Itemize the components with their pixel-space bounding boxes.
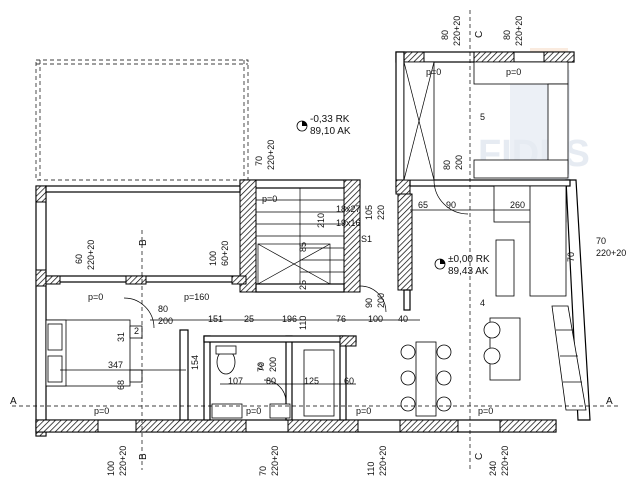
sill-p0-kitchen-left: p=0 (426, 67, 441, 77)
dim-25: 25 (244, 314, 254, 324)
open-door-105: 105 (364, 205, 374, 220)
sill-p0-bedroom: p=0 (88, 292, 103, 302)
level-rk-upper: -0,33 RK (310, 114, 350, 125)
dimension-line-kitchen: 65 90 260 (410, 200, 530, 211)
living-bench (551, 305, 587, 411)
dim-65: 65 (418, 200, 428, 210)
kitchen-furniture (403, 61, 569, 381)
section-b-top: B (138, 239, 149, 246)
room-label-3: 3 (258, 362, 263, 372)
terrace-outline (35, 59, 249, 181)
open-wc-68: 68 (116, 380, 126, 390)
sill-p0-bottom-1: p=0 (94, 406, 109, 416)
open-st-85: 85 (298, 242, 308, 252)
open-st-110: 110 (298, 316, 308, 330)
open-door-200: 200 (454, 155, 464, 170)
dim-80b: 80 (266, 376, 276, 386)
room-label-5: 5 (480, 112, 485, 122)
section-markers: A A B B C C (10, 10, 620, 470)
open-st-25: 25 (298, 280, 308, 290)
open-top-220b: 220+20 (514, 16, 524, 46)
stair-rise: 19x16 (336, 218, 361, 228)
open-bot-110: 110 (366, 462, 376, 476)
dining-set (400, 341, 452, 417)
section-c-bottom: C (474, 453, 485, 460)
section-a-right: A (606, 396, 613, 407)
open-top-220: 220+20 (452, 16, 462, 46)
room-label-4: 4 (480, 298, 485, 308)
open-door-200b: 200 (376, 293, 386, 308)
sill-p160: p=160 (184, 292, 209, 302)
room-label-s1: S1 (361, 234, 372, 244)
level-marker-upper: -0,33 RK 89,10 AK (296, 114, 351, 137)
section-a-left: A (10, 396, 17, 407)
open-bot-220: 220+20 (118, 446, 128, 476)
stair-steps: 18x27 (336, 204, 361, 214)
open-door-220: 220 (376, 205, 386, 220)
open-door-80: 80 (442, 160, 452, 170)
dim-125: 125 (304, 376, 319, 386)
dim-260: 260 (510, 200, 525, 210)
level-ak-upper: 89,10 AK (310, 126, 351, 137)
bedroom-bed (45, 319, 143, 387)
open-vst-220: 220+20 (266, 140, 276, 170)
level-rk-lower: ±0,00 RK (448, 254, 490, 265)
level-marker-lower: ±0,00 RK 89,43 AK (434, 254, 490, 277)
dimension-line-lower: 347 107 80 125 60 (60, 360, 356, 386)
open-door-200c: 200 (268, 357, 278, 372)
section-c-top: C (474, 31, 485, 38)
dim-80: 80 (158, 304, 168, 314)
open-right-70: 70 (596, 236, 606, 246)
dim-90: 90 (446, 200, 456, 210)
sill-p0-bottom-3: p=0 (356, 406, 371, 416)
sill-p0-bottom-2: p=0 (246, 406, 261, 416)
open-wc-154: 154 (190, 355, 200, 370)
sill-p0-kitchen-mid: p=0 (506, 67, 521, 77)
open-bot-70: 70 (258, 466, 268, 476)
sill-p0-bottom-4: p=0 (478, 406, 493, 416)
dimension-line-middle: 80 200 151 25 196 76 100 40 (150, 304, 420, 326)
dim-196: 196 (282, 314, 297, 324)
bathroom-fixtures (211, 345, 335, 419)
level-ak-lower: 89,43 AK (448, 266, 489, 277)
dim-347: 347 (108, 360, 123, 370)
open-left-60: 60 (74, 254, 84, 264)
open-bot-220b: 220+20 (270, 446, 280, 476)
dim-107: 107 (228, 376, 243, 386)
dim-40: 40 (398, 314, 408, 324)
sill-height-labels: p=0 p=0 p=0 p=0 p=160 p=0 p=0 p=0 p=0 (88, 67, 521, 416)
door-swings (123, 179, 469, 403)
open-left-220: 220+20 (86, 240, 96, 270)
open-bot-220d: 220+20 (500, 446, 510, 476)
dim-200: 200 (158, 316, 173, 326)
open-bot-220c: 220+20 (378, 446, 388, 476)
sill-p0-stair: p=0 (262, 194, 277, 204)
open-door-90: 90 (364, 298, 374, 308)
outer-walls (35, 51, 591, 437)
opening-dimensions: 80 220+20 80 220+20 70 220+20 60 220+20 … (74, 16, 626, 476)
dim-100: 100 (368, 314, 383, 324)
open-vst-70: 70 (254, 156, 264, 166)
open-right-220: 220+20 (596, 248, 626, 258)
dim-76: 76 (336, 314, 346, 324)
open-top-80b: 80 (502, 30, 512, 40)
open-st-210: 210 (316, 213, 326, 228)
open-mid-6020: 60+20 (220, 241, 230, 266)
open-mid-100: 100 (208, 251, 218, 266)
open-top-80: 80 (440, 30, 450, 40)
dim-60: 60 (344, 376, 354, 386)
staircase: 18x27 19x16 S1 (255, 187, 372, 285)
open-wc-31: 31 (116, 332, 126, 342)
room-label-2: 2 (134, 326, 139, 336)
section-b-bottom: B (138, 453, 149, 460)
open-c-70: 70 (566, 252, 576, 262)
open-door-70: 70 (256, 362, 266, 372)
dim-151: 151 (208, 314, 223, 324)
open-bot-240: 240 (488, 461, 498, 476)
open-bot-100: 100 (106, 461, 116, 476)
